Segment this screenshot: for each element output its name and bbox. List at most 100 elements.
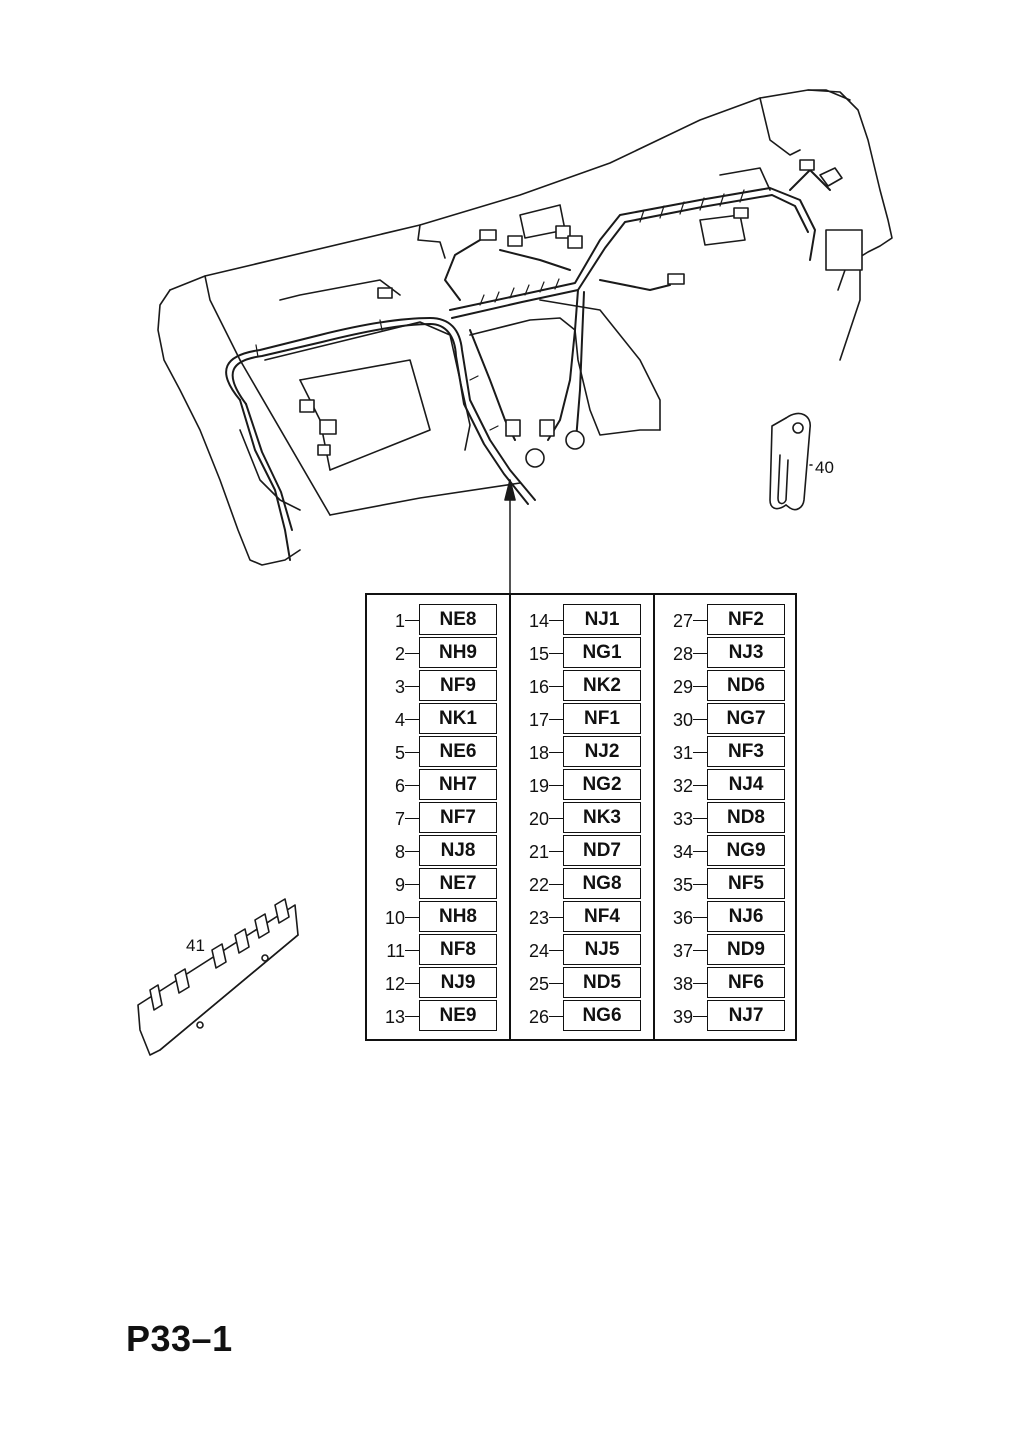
row-number: 25 — [528, 974, 549, 994]
connector-code: NF6 — [707, 967, 785, 998]
leader-line — [693, 884, 707, 885]
connector-code: ND9 — [707, 934, 785, 965]
leader-line — [693, 917, 707, 918]
table-row: 26 NG6 — [511, 997, 655, 1031]
connector-code: NH8 — [419, 901, 497, 932]
connector-plate-41 — [137, 898, 299, 1056]
row-number: 37 — [672, 941, 693, 961]
leader-line — [693, 752, 707, 753]
connector-code: NF4 — [563, 901, 641, 932]
page-reference: P33–1 — [126, 1318, 233, 1359]
connector-code: NF2 — [707, 604, 785, 635]
leader-line — [405, 785, 419, 786]
connector-code: NH7 — [419, 769, 497, 800]
bracket-40 — [769, 412, 813, 511]
row-number: 9 — [394, 875, 405, 895]
connector-code: NJ3 — [707, 637, 785, 668]
leader-arrow — [504, 479, 516, 594]
leader-line — [549, 950, 563, 951]
row-number: 14 — [528, 611, 549, 631]
leader-line — [405, 686, 419, 687]
leader-line — [549, 917, 563, 918]
row-number: 17 — [528, 710, 549, 730]
connector-code: NF5 — [707, 868, 785, 899]
connector-code: NF3 — [707, 736, 785, 767]
row-number: 10 — [384, 908, 405, 928]
connector-code: NJ8 — [419, 835, 497, 866]
table-row: 20 NK3 — [511, 799, 655, 833]
row-number: 4 — [394, 710, 405, 730]
table-row: 27 NF2 — [655, 601, 799, 635]
table-row: 10 NH8 — [367, 898, 511, 932]
connector-code: NF1 — [563, 703, 641, 734]
row-number: 39 — [672, 1007, 693, 1027]
row-number: 35 — [672, 875, 693, 895]
leader-line — [549, 719, 563, 720]
callout-label-41: 41 — [186, 936, 205, 955]
harness-connectors — [299, 159, 863, 468]
connector-code: NG7 — [707, 703, 785, 734]
row-number: 20 — [528, 809, 549, 829]
leader-line — [549, 620, 563, 621]
leader-line — [405, 950, 419, 951]
table-row: 35 NF5 — [655, 865, 799, 899]
leader-line — [405, 752, 419, 753]
connector-code: NF8 — [419, 934, 497, 965]
leader-line — [405, 884, 419, 885]
leader-line — [549, 1016, 563, 1017]
leader-line — [549, 686, 563, 687]
row-number: 12 — [384, 974, 405, 994]
connector-code: NG6 — [563, 1000, 641, 1031]
row-number: 8 — [394, 842, 405, 862]
connector-code: NH9 — [419, 637, 497, 668]
leader-line — [405, 983, 419, 984]
row-number: 6 — [394, 776, 405, 796]
table-row: 32 NJ4 — [655, 766, 799, 800]
connector-code: NK2 — [563, 670, 641, 701]
dashboard-panel — [157, 89, 893, 566]
row-number: 11 — [386, 941, 405, 961]
row-number: 27 — [672, 611, 693, 631]
leader-line — [549, 884, 563, 885]
table-row: 11 NF8 — [367, 931, 511, 965]
connector-code: NE8 — [419, 604, 497, 635]
connector-code: ND7 — [563, 835, 641, 866]
table-row: 28 NJ3 — [655, 634, 799, 668]
row-number: 32 — [672, 776, 693, 796]
row-number: 26 — [528, 1007, 549, 1027]
connector-code: NG2 — [563, 769, 641, 800]
row-number: 28 — [672, 644, 693, 664]
connector-code: NE6 — [419, 736, 497, 767]
table-row: 6 NH7 — [367, 766, 511, 800]
connector-code: NJ6 — [707, 901, 785, 932]
row-number: 36 — [672, 908, 693, 928]
leader-line — [693, 851, 707, 852]
connector-code: NK3 — [563, 802, 641, 833]
harness-cables — [225, 169, 831, 561]
leader-line — [405, 917, 419, 918]
leader-line — [693, 818, 707, 819]
row-number: 29 — [672, 677, 693, 697]
connector-code: NJ4 — [707, 769, 785, 800]
leader-line — [405, 1016, 419, 1017]
leader-line — [693, 620, 707, 621]
